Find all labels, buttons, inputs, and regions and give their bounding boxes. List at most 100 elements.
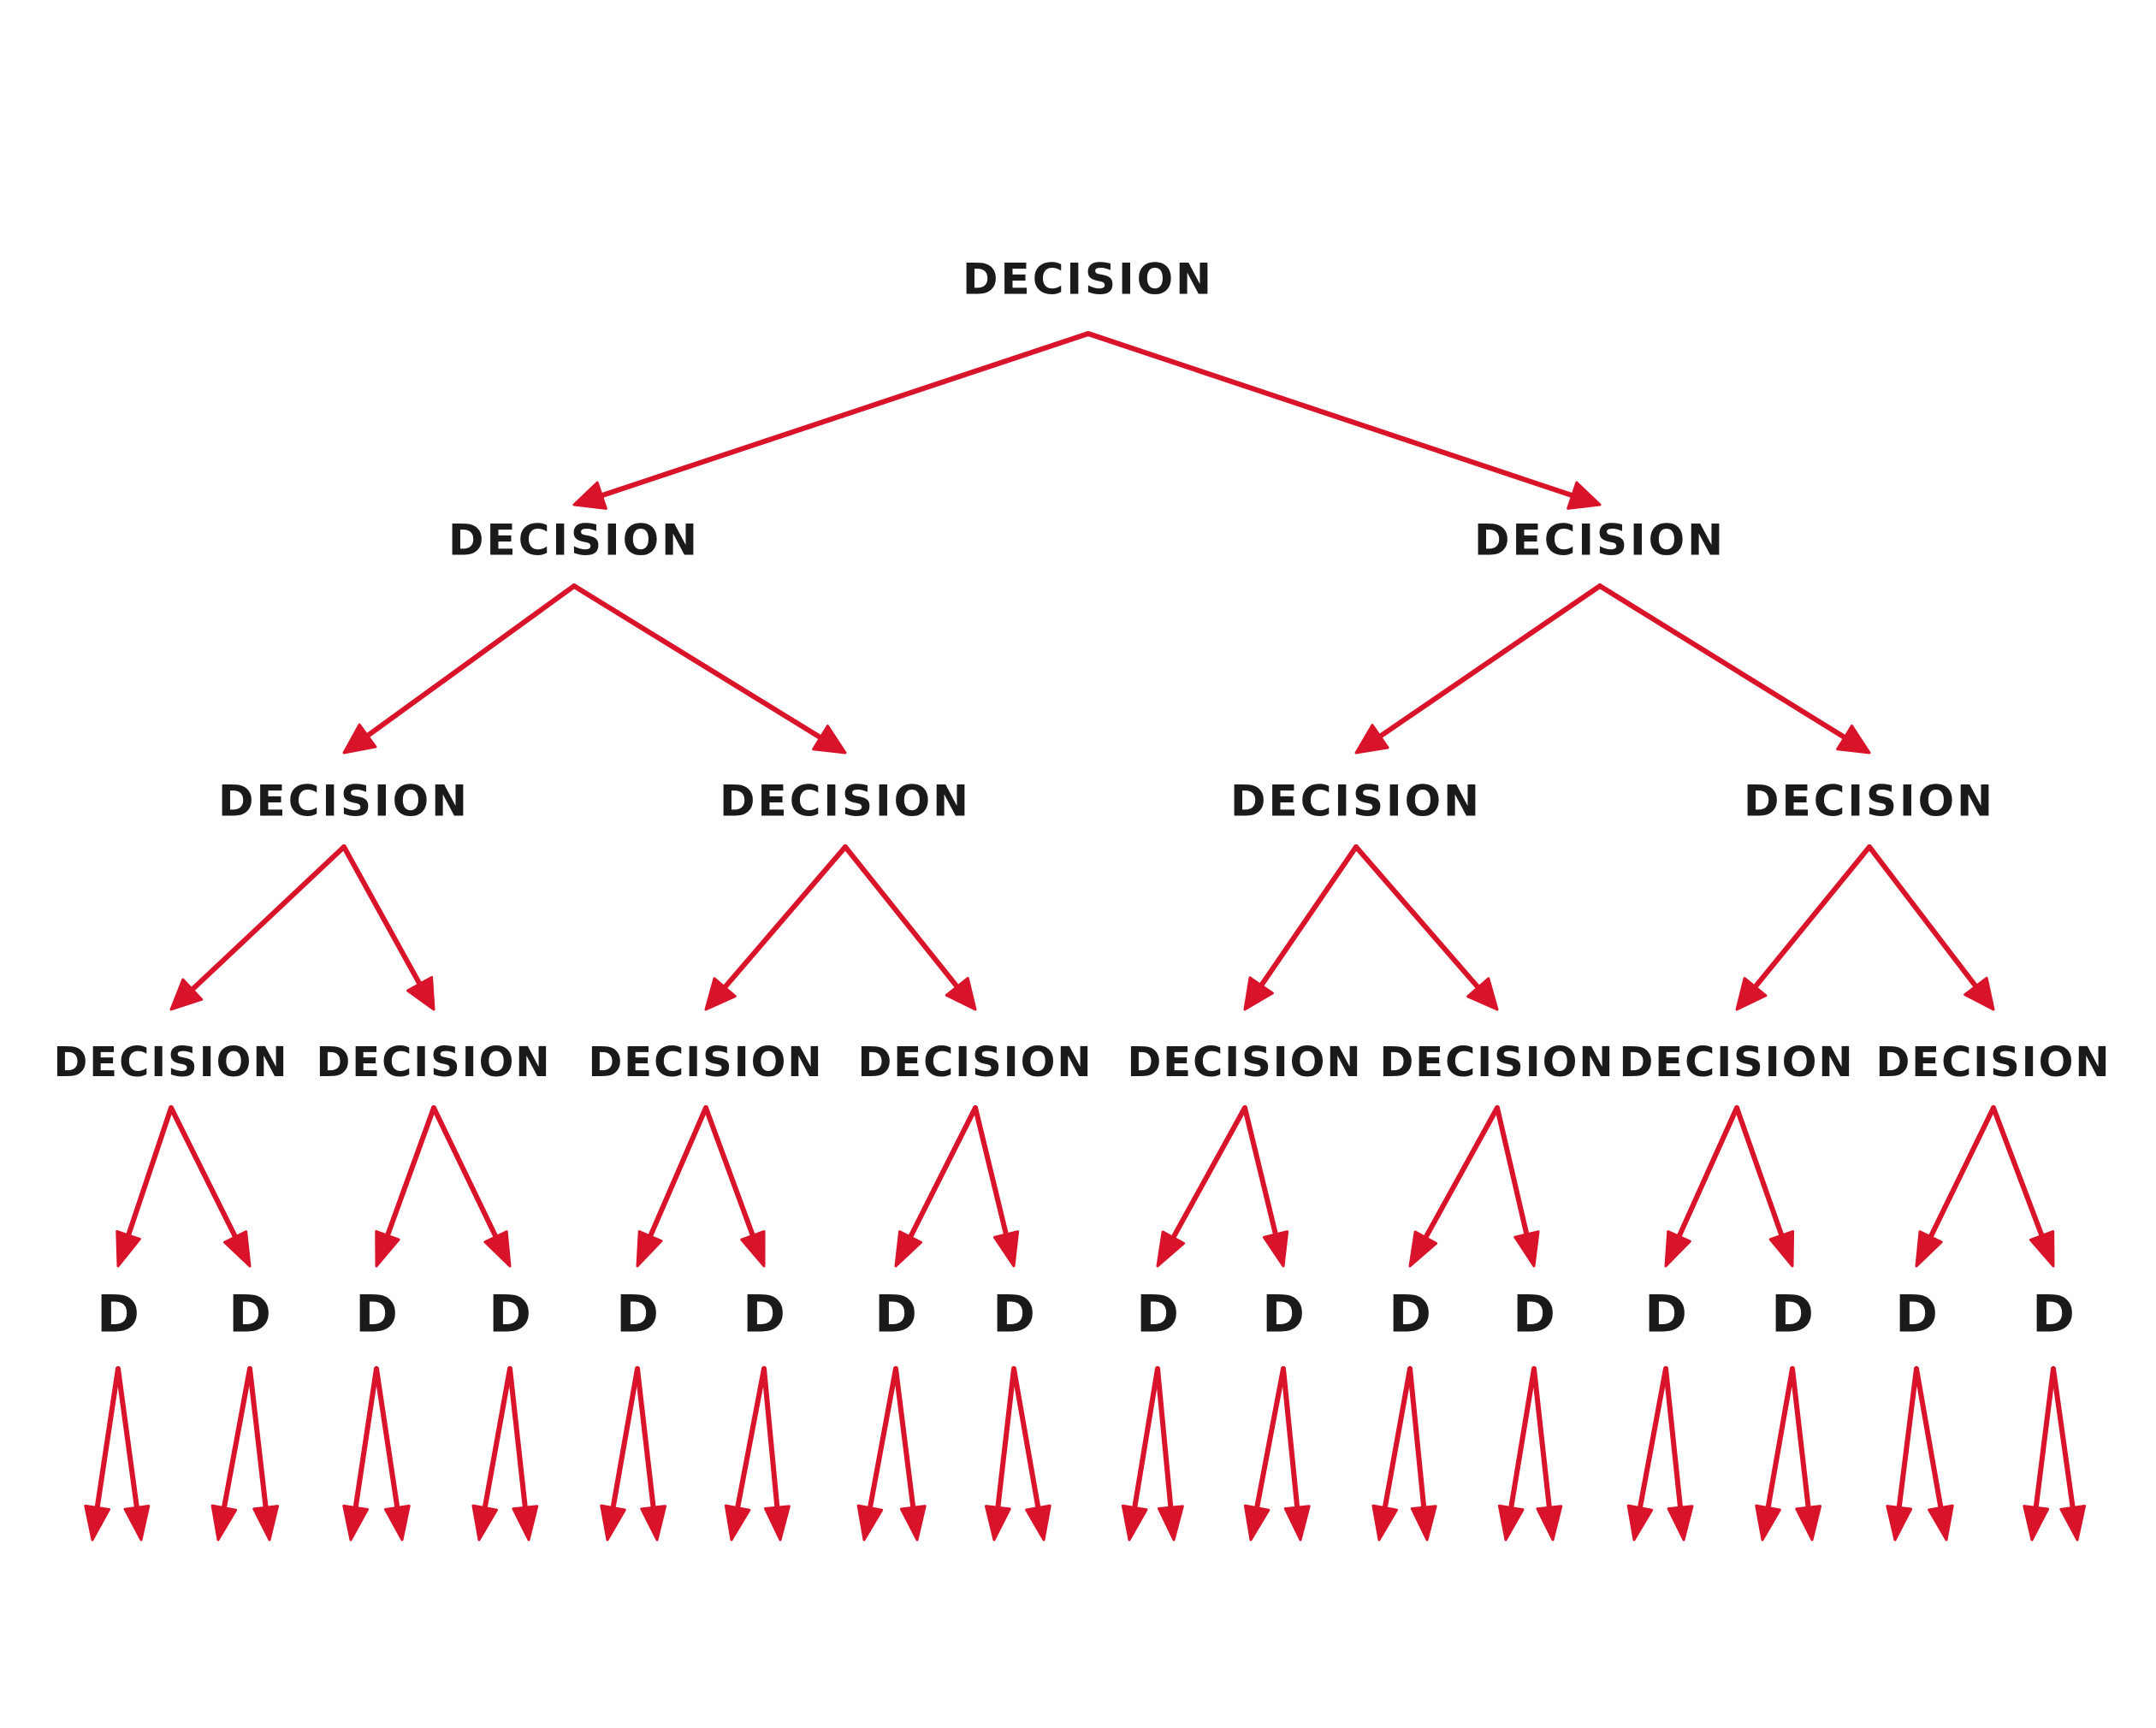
edge-line xyxy=(1281,1366,1300,1511)
decision-node: DECISION xyxy=(1127,1039,1362,1086)
arrowhead-icon xyxy=(740,1230,766,1268)
edge-line xyxy=(341,844,423,987)
arrowhead-icon xyxy=(636,1230,663,1268)
edge-line xyxy=(1790,1366,1811,1511)
edge-line xyxy=(1597,583,1848,741)
arrowhead-icon xyxy=(2059,1504,2087,1542)
arrowhead-icon xyxy=(1466,977,1499,1011)
edge-line xyxy=(1259,844,1359,988)
edge-line xyxy=(1155,1366,1174,1511)
leaf-d-node: D xyxy=(228,1285,271,1345)
arrowhead-icon xyxy=(1354,724,1389,755)
tree-edge-arrow xyxy=(1156,1105,1247,1268)
tree-edge-arrow xyxy=(843,844,977,1011)
tree-edge-arrow xyxy=(893,1366,927,1542)
edge-line xyxy=(364,583,577,739)
tree-edge-arrow xyxy=(1886,1366,1919,1542)
edge-line xyxy=(169,1105,239,1240)
edge-line xyxy=(648,1105,708,1240)
arrowhead-icon xyxy=(375,1230,400,1268)
edge-line xyxy=(973,1105,1010,1238)
arrowhead-icon xyxy=(1371,1504,1399,1542)
arrowhead-icon xyxy=(223,1230,252,1268)
edge-line xyxy=(703,1105,755,1239)
arrowhead-icon xyxy=(342,723,377,755)
tree-edge-arrow xyxy=(375,1105,436,1268)
edge-line xyxy=(1132,1366,1160,1511)
arrowhead-icon xyxy=(1755,1504,1781,1542)
edge-line xyxy=(1676,1105,1739,1240)
arrowhead-icon xyxy=(116,1230,141,1268)
edge-line xyxy=(1914,1366,1944,1511)
arrowhead-icon xyxy=(1157,1505,1184,1542)
leaf-d-node: D xyxy=(616,1285,659,1345)
arrowhead-icon xyxy=(992,1230,1020,1268)
edge-line xyxy=(1086,331,1575,499)
tree-edge-arrow xyxy=(374,1366,411,1542)
tree-edge-arrow xyxy=(1531,1366,1563,1542)
tree-edge-arrow xyxy=(704,844,848,1011)
arrowhead-icon xyxy=(384,1504,411,1542)
arrowhead-icon xyxy=(84,1504,110,1542)
arrowhead-icon xyxy=(640,1505,667,1542)
arrowhead-icon xyxy=(1915,1230,1943,1268)
leaf-d-node: D xyxy=(743,1285,785,1345)
edge-line xyxy=(1896,1366,1919,1511)
arrowhead-icon xyxy=(1567,481,1602,510)
arrowhead-icon xyxy=(1664,1230,1691,1268)
arrowhead-icon xyxy=(1513,1230,1540,1268)
tree-edge-arrow xyxy=(1626,1366,1668,1542)
edge-line xyxy=(1637,1366,1668,1511)
edge-line xyxy=(761,1366,780,1511)
arrowhead-icon xyxy=(1795,1505,1822,1542)
tree-edge-arrow xyxy=(1155,1366,1184,1542)
arrowhead-icon xyxy=(945,976,977,1011)
tree-edge-arrow xyxy=(169,1105,252,1268)
tree-edge-arrow xyxy=(1242,1105,1289,1268)
leaf-d-node: D xyxy=(1389,1285,1431,1345)
arrowhead-icon xyxy=(483,1230,512,1268)
arrowhead-icon xyxy=(899,1505,927,1542)
tree-edge-arrow xyxy=(507,1366,539,1542)
decision-node: DECISION xyxy=(316,1039,551,1086)
edge-line xyxy=(221,1366,252,1511)
tree-edge-arrow xyxy=(1664,1105,1739,1268)
tree-edge-arrow xyxy=(1243,844,1359,1011)
edge-line xyxy=(94,1366,121,1511)
tree-edge-arrow xyxy=(1663,1366,1694,1542)
leaf-d-node: D xyxy=(1262,1285,1305,1345)
tree-edge-arrow xyxy=(636,1105,708,1268)
edge-line xyxy=(482,1366,512,1511)
tree-edge-arrow xyxy=(1121,1366,1160,1542)
arrowhead-icon xyxy=(894,1230,923,1268)
edge-line xyxy=(126,1105,174,1238)
leaf-d-node: D xyxy=(1644,1285,1687,1345)
arrowhead-icon xyxy=(210,1504,238,1542)
edge-line xyxy=(893,1366,916,1511)
tree-edge-arrow xyxy=(84,1366,121,1542)
edge-line xyxy=(2051,1366,2076,1511)
tree-edge-arrow xyxy=(341,844,435,1011)
arrowhead-icon xyxy=(600,1504,626,1542)
arrowhead-icon xyxy=(1283,1505,1311,1542)
tree-edge-arrow xyxy=(1495,1105,1540,1268)
tree-edge-arrow xyxy=(116,1105,174,1268)
arrowhead-icon xyxy=(1156,1230,1186,1268)
edge-line xyxy=(384,1105,436,1239)
arrowhead-icon xyxy=(123,1504,151,1542)
edge-line xyxy=(352,1366,379,1511)
arrowhead-icon xyxy=(1886,1505,1913,1542)
arrowhead-icon xyxy=(984,1505,1011,1542)
tree-edge-arrow xyxy=(572,583,847,755)
arrowhead-icon xyxy=(1243,1504,1270,1542)
decision-node: DECISION xyxy=(1744,777,1995,826)
tree-edge-arrow xyxy=(342,1366,379,1542)
edge-line xyxy=(1928,1105,1996,1240)
arrowhead-icon xyxy=(1410,1505,1437,1542)
arrowhead-icon xyxy=(1536,1505,1563,1542)
edge-line xyxy=(599,331,1091,499)
arrowhead-icon xyxy=(342,1504,369,1542)
edge-line xyxy=(1495,1105,1530,1237)
leaf-d-node: D xyxy=(1513,1285,1555,1345)
arrowhead-icon xyxy=(471,1504,499,1542)
